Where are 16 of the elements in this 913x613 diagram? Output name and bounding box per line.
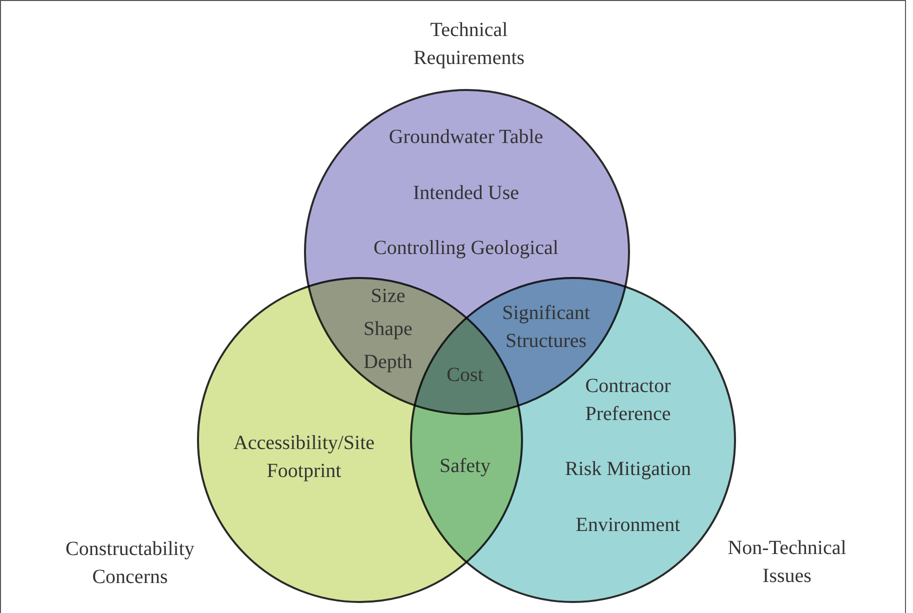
set-item: Controlling Geological (372, 236, 560, 261)
set-heading: Non-Technical Issues (726, 536, 848, 589)
set-item: Contractor Preference (584, 374, 672, 427)
set-heading: Constructability Concerns (64, 537, 196, 590)
set-item: Risk Mitigation (564, 457, 692, 482)
set-item: Accessibility/Site Footprint (232, 431, 376, 484)
set-heading: Technical Requirements (412, 18, 526, 71)
overlap-label: Cost (446, 363, 484, 388)
overlap-label: Size (370, 284, 406, 309)
set-item: Groundwater Table (388, 125, 544, 150)
set-item: Environment (574, 513, 682, 538)
overlap-label: Depth (362, 350, 414, 375)
overlap-label: Shape (362, 317, 414, 342)
set-item: Intended Use (412, 181, 520, 206)
overlap-label: Significant Structures (501, 301, 591, 354)
overlap-label: Safety (438, 454, 492, 479)
